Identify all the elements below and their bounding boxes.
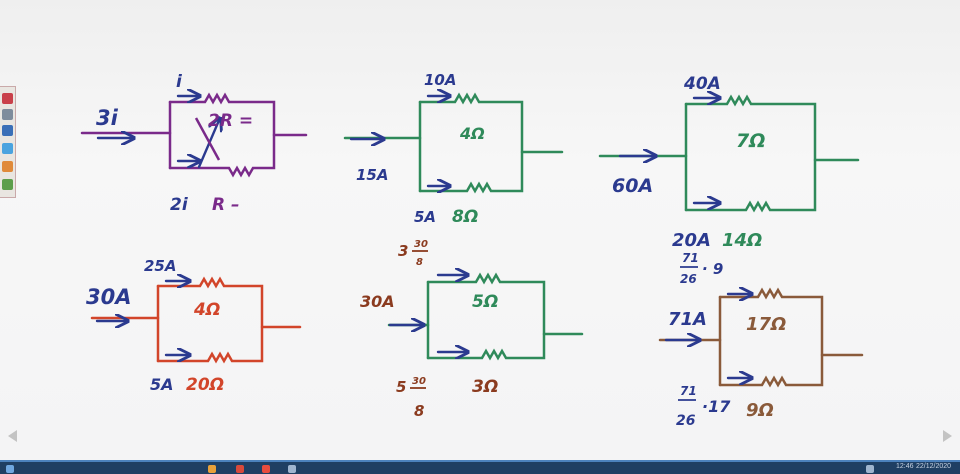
c2-bottom-resistor: 8Ω	[452, 207, 478, 227]
c4-bottom-resistor: 20Ω	[186, 375, 224, 395]
c2-top-current: 10A	[424, 71, 456, 89]
c6-top-current-den: 26	[680, 272, 697, 286]
circuit-1: 3i i 2R = 2i R –	[80, 72, 308, 215]
c4-top-resistor: 4Ω	[193, 300, 220, 320]
c6-top-current-mult: · 9	[702, 260, 723, 278]
c5-bottom-current-den: 8	[414, 402, 424, 420]
highlighter-icon[interactable]	[2, 143, 13, 154]
c5-top-current-whole: 3	[398, 242, 408, 260]
scroll-left-icon[interactable]	[8, 430, 17, 442]
c3-top-resistor: 7Ω	[736, 130, 765, 152]
c5-top-current-den: 8	[416, 257, 423, 268]
whiteboard: 3i i 2R = 2i R – 10A 4Ω	[0, 0, 960, 460]
taskbar-clock: 12:46	[896, 463, 914, 470]
c3-top-current: 40A	[683, 74, 721, 94]
circuit-3: 40A 7Ω 60A 20A 14Ω	[598, 74, 860, 251]
c2-input-current: 15A	[356, 166, 388, 184]
c6-top-current-num: 71	[682, 251, 699, 265]
c5-top-current-num: 30	[414, 239, 428, 250]
circuit-6: 71 26 · 9 71A 17Ω 71 26 ·17 9Ω	[658, 251, 864, 429]
c4-top-current: 25A	[144, 257, 176, 275]
explorer-icon[interactable]	[208, 465, 216, 473]
c5-top-resistor: 5Ω	[472, 292, 498, 312]
eraser-icon[interactable]	[2, 109, 13, 120]
c6-bottom-current-num: 71	[680, 384, 697, 398]
c3-bottom-resistor: 14Ω	[722, 230, 762, 251]
pen-tool-icon[interactable]	[2, 93, 13, 104]
c4-input-current: 30A	[86, 285, 131, 309]
c1-top-current: i	[176, 72, 183, 92]
taskbar: 12:46 22/12/2020	[0, 460, 960, 474]
circuit-5: 3 30 8 30A 5Ω 5 30 8 3Ω	[360, 239, 584, 420]
c1-bottom-current: 2i	[170, 195, 189, 215]
c3-bottom-current: 20A	[672, 230, 711, 251]
settings-icon[interactable]	[2, 179, 13, 190]
c5-bottom-current-whole: 5	[396, 378, 406, 396]
c1-bottom-resistor: R –	[212, 195, 240, 215]
c3-input-current: 60A	[612, 175, 653, 197]
c5-input-current: 30A	[360, 292, 395, 311]
color-icon[interactable]	[2, 161, 13, 172]
app-icon[interactable]	[288, 465, 296, 473]
c6-bottom-current-mult: ·17	[702, 397, 731, 416]
taskbar-date: 22/12/2020	[916, 463, 952, 470]
c1-input-current: 3i	[96, 106, 119, 130]
volume-icon[interactable]	[866, 465, 874, 473]
c2-top-resistor: 4Ω	[459, 124, 485, 143]
circuit-4: 25A 30A 4Ω 5A 20Ω	[86, 257, 302, 395]
c6-bottom-current-den: 26	[676, 413, 696, 429]
marker-icon[interactable]	[2, 125, 13, 136]
start-icon[interactable]	[6, 465, 14, 473]
circuit-2: 10A 4Ω 15A 5A 8Ω	[343, 71, 564, 227]
c5-bottom-current-num: 30	[412, 376, 426, 387]
browser-icon[interactable]	[236, 465, 244, 473]
c6-input-current: 71A	[668, 309, 707, 330]
scroll-right-icon[interactable]	[943, 430, 952, 442]
c1-top-resistor: 2R =	[208, 111, 253, 131]
chrome-icon[interactable]	[262, 465, 270, 473]
c4-bottom-current: 5A	[150, 375, 174, 394]
c6-bottom-resistor: 9Ω	[746, 400, 774, 421]
c5-bottom-resistor: 3Ω	[472, 377, 498, 397]
c2-bottom-current: 5A	[414, 208, 436, 226]
drawing-canvas: 3i i 2R = 2i R – 10A 4Ω	[80, 71, 864, 429]
c6-top-resistor: 17Ω	[746, 314, 786, 335]
pen-toolbar	[0, 86, 16, 198]
